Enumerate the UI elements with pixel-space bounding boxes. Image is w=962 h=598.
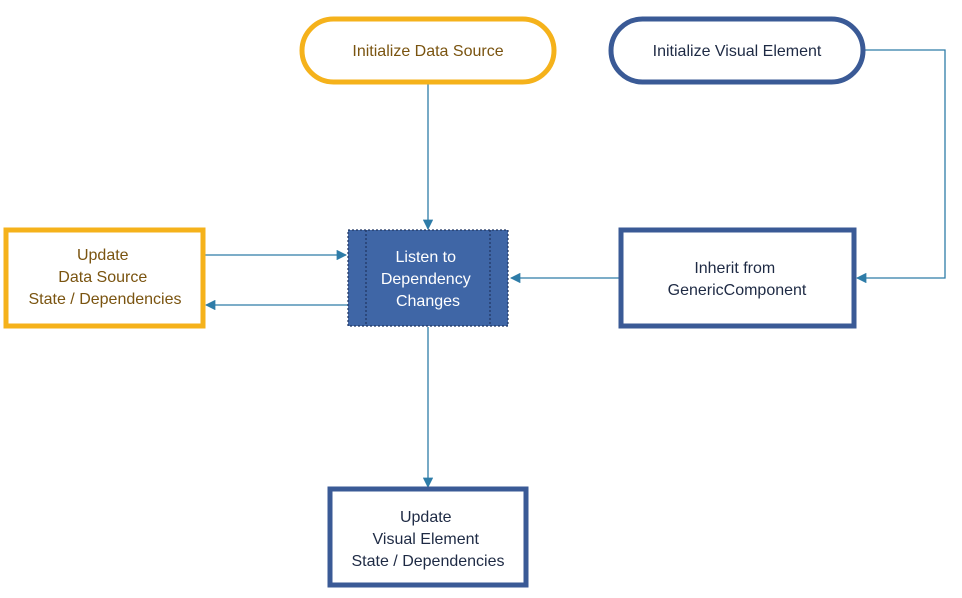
node-listen-dependency-changes-shape (347, 229, 509, 327)
node-update-data-source-shape (3, 227, 206, 329)
node-listen-dependency-changes-label: Listen to Dependency Changes (381, 249, 475, 310)
node-update-visual-element-label: Update Visual Element State / Dependenci… (352, 509, 505, 570)
node-update-visual-element-shape (327, 486, 529, 588)
node-initialize-data-source-shape (299, 16, 557, 85)
node-initialize-visual-element-label: Initialize Visual Element (653, 43, 822, 60)
node-initialize-visual-element-shape (608, 16, 866, 85)
node-update-data-source: Update Data Source State / Dependencies (3, 227, 206, 329)
node-initialize-data-source: Initialize Data Source (299, 16, 557, 85)
node-inherit-generic-component-shape (618, 227, 857, 329)
node-inherit-generic-component-label: Inherit from GenericComponent (668, 260, 807, 299)
connectors (204, 49, 946, 489)
edge-init-visual-to-inherit (855, 49, 946, 284)
node-initialize-visual-element: Initialize Visual Element (608, 16, 866, 85)
node-update-data-source-label: Update Data Source State / Dependencies (29, 247, 182, 308)
node-inherit-generic-component: Inherit from GenericComponent (618, 227, 857, 329)
node-listen-dependency-changes: Listen to Dependency Changes (347, 229, 509, 327)
node-initialize-data-source-label: Initialize Data Source (352, 43, 503, 60)
node-update-visual-element: Update Visual Element State / Dependenci… (327, 486, 529, 588)
